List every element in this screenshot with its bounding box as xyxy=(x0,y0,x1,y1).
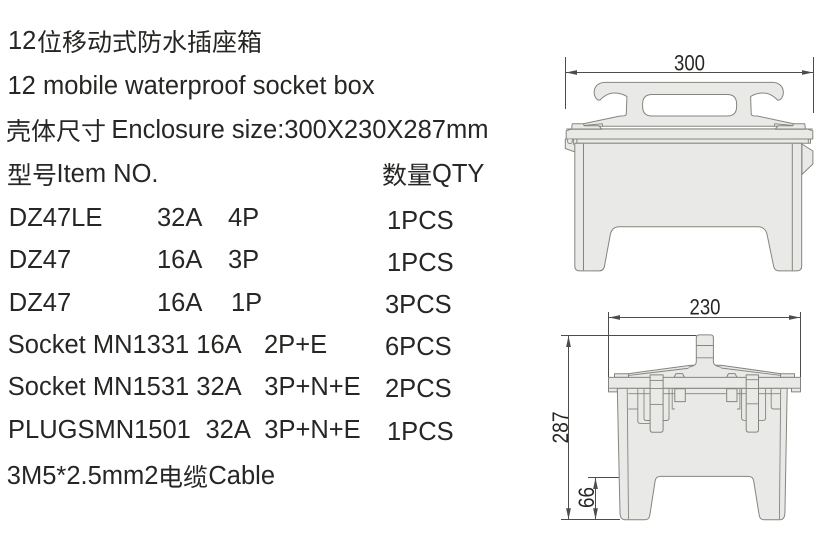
svg-text:230: 230 xyxy=(690,295,721,320)
svg-text:287: 287 xyxy=(548,412,573,444)
svg-text:66: 66 xyxy=(574,487,599,508)
svg-text:300: 300 xyxy=(674,51,705,76)
